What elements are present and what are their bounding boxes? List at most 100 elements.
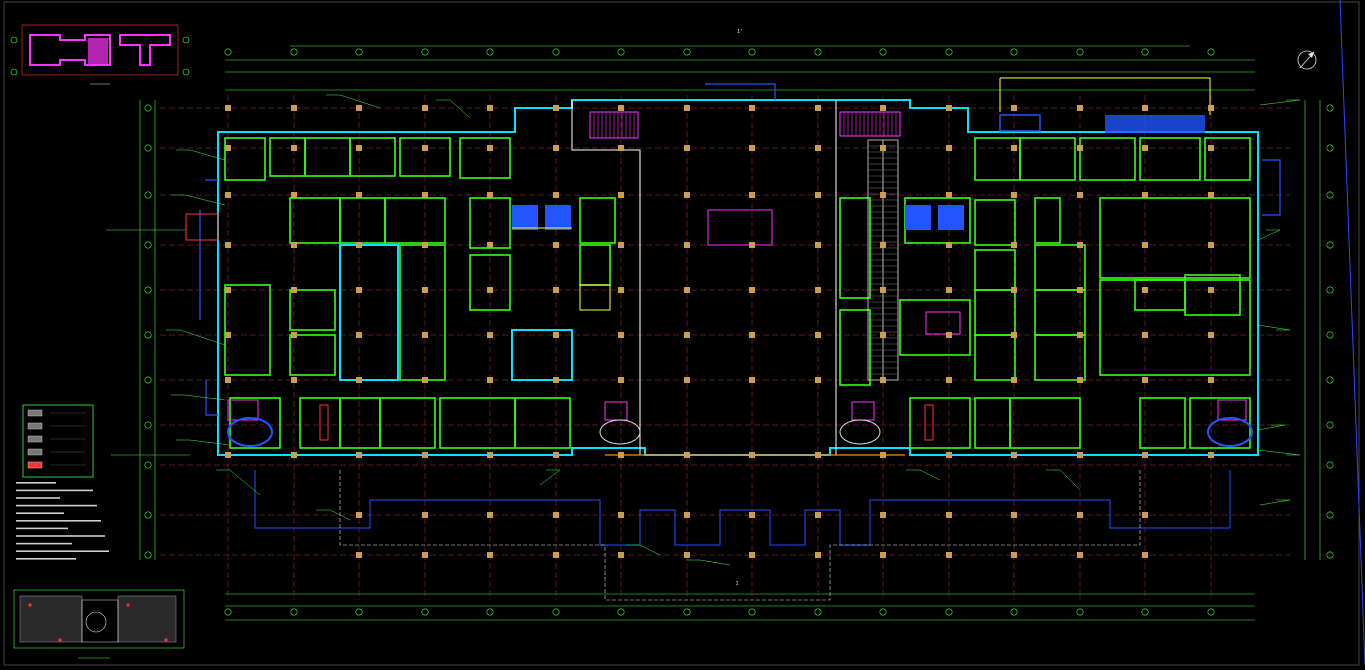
- structural-column: [487, 377, 493, 383]
- structural-column: [749, 452, 755, 458]
- axis-bubble: [144, 286, 152, 294]
- structural-column: [225, 192, 231, 198]
- structural-column: [422, 242, 428, 248]
- legend-table-icon: [22, 404, 94, 478]
- structural-column: [684, 192, 690, 198]
- annotation-leader: [184, 394, 226, 401]
- bottom-title-mark: 1: [735, 581, 738, 587]
- annotation-leader: [639, 544, 661, 556]
- canopy-outline: [254, 470, 1231, 546]
- structural-column: [422, 145, 428, 151]
- axis-bubble: [1326, 104, 1334, 112]
- axis-bubble: [552, 608, 560, 616]
- structural-column: [291, 242, 297, 248]
- structural-column: [356, 332, 362, 338]
- annotation-leader: [1257, 324, 1291, 331]
- top-title-mark: 1': [737, 29, 743, 35]
- structural-column: [946, 552, 952, 558]
- light-well-left: [511, 329, 573, 381]
- structural-column: [618, 512, 624, 518]
- note-line: [16, 489, 93, 492]
- structural-column: [356, 242, 362, 248]
- axis-bubble: [683, 608, 691, 616]
- structural-column: [422, 512, 428, 518]
- axis-bubble: [486, 48, 494, 56]
- structural-column: [946, 105, 952, 111]
- axis-bubble: [1207, 48, 1215, 56]
- left-wing-rooms: [224, 137, 616, 449]
- structural-column: [946, 452, 952, 458]
- structural-column: [356, 452, 362, 458]
- annotation-leader: [1259, 99, 1301, 106]
- grid-axes: [160, 107, 1290, 556]
- structural-column: [815, 377, 821, 383]
- structural-column: [356, 512, 362, 518]
- axis-bubble: [1326, 461, 1334, 469]
- structural-column: [618, 332, 624, 338]
- structural-column: [946, 287, 952, 293]
- annotation-leaders: [106, 94, 1301, 566]
- structural-column: [1011, 105, 1017, 111]
- note-line: [16, 497, 60, 499]
- canopy-white-outline: [339, 470, 1141, 601]
- legend-swatch: [27, 461, 43, 469]
- note-line: [16, 542, 72, 545]
- note-line: [16, 535, 105, 537]
- structural-column: [815, 105, 821, 111]
- structural-column: [553, 377, 559, 383]
- axis-bubble: [355, 608, 363, 616]
- axis-bubble: [1326, 421, 1334, 429]
- structural-column: [684, 332, 690, 338]
- annotation-leader: [189, 149, 226, 161]
- note-line: [16, 558, 76, 560]
- structural-column: [749, 512, 755, 518]
- dimension-lines: [139, 45, 1321, 621]
- axis-bubble: [224, 608, 232, 616]
- axis-bubble: [1326, 241, 1334, 249]
- red-callout-left-room: [319, 404, 329, 441]
- structural-column: [749, 552, 755, 558]
- axis-bubble: [1076, 48, 1084, 56]
- annotation-leader: [339, 94, 381, 109]
- structural-column: [1077, 145, 1083, 151]
- structural-column: [422, 287, 428, 293]
- structural-column: [553, 332, 559, 338]
- sheet-border: [3, 1, 1360, 666]
- structural-column: [815, 242, 821, 248]
- annotation-leader: [1259, 499, 1291, 506]
- right-wing-rooms: [839, 137, 1251, 449]
- axis-bubble: [290, 48, 298, 56]
- structural-column: [487, 332, 493, 338]
- structural-column: [880, 145, 886, 151]
- axis-bubble: [748, 48, 756, 56]
- axis-bubble: [144, 511, 152, 519]
- axis-bubble: [1326, 191, 1334, 199]
- structural-column: [1208, 192, 1214, 198]
- structural-column: [553, 552, 559, 558]
- structural-column: [946, 332, 952, 338]
- axis-bubble: [144, 331, 152, 339]
- structural-column: [684, 512, 690, 518]
- structural-column: [880, 332, 886, 338]
- stair-treads: [593, 112, 897, 138]
- axis-bubble: [1326, 144, 1334, 152]
- structural-column: [1142, 377, 1148, 383]
- structural-columns: [225, 105, 1214, 558]
- annotation-leader: [449, 99, 471, 119]
- structural-column: [749, 332, 755, 338]
- annotation-leader: [189, 439, 231, 446]
- structural-column: [1208, 145, 1214, 151]
- structural-column: [1142, 287, 1148, 293]
- structural-column: [553, 242, 559, 248]
- structural-column: [684, 377, 690, 383]
- structural-column: [749, 242, 755, 248]
- structural-column: [225, 145, 231, 151]
- axis-bubble: [1326, 331, 1334, 339]
- structural-column: [553, 145, 559, 151]
- structural-column: [487, 192, 493, 198]
- structural-column: [946, 512, 952, 518]
- axis-bubble: [355, 48, 363, 56]
- axis-bubble: [144, 104, 152, 112]
- axis-bubble: [1326, 511, 1334, 519]
